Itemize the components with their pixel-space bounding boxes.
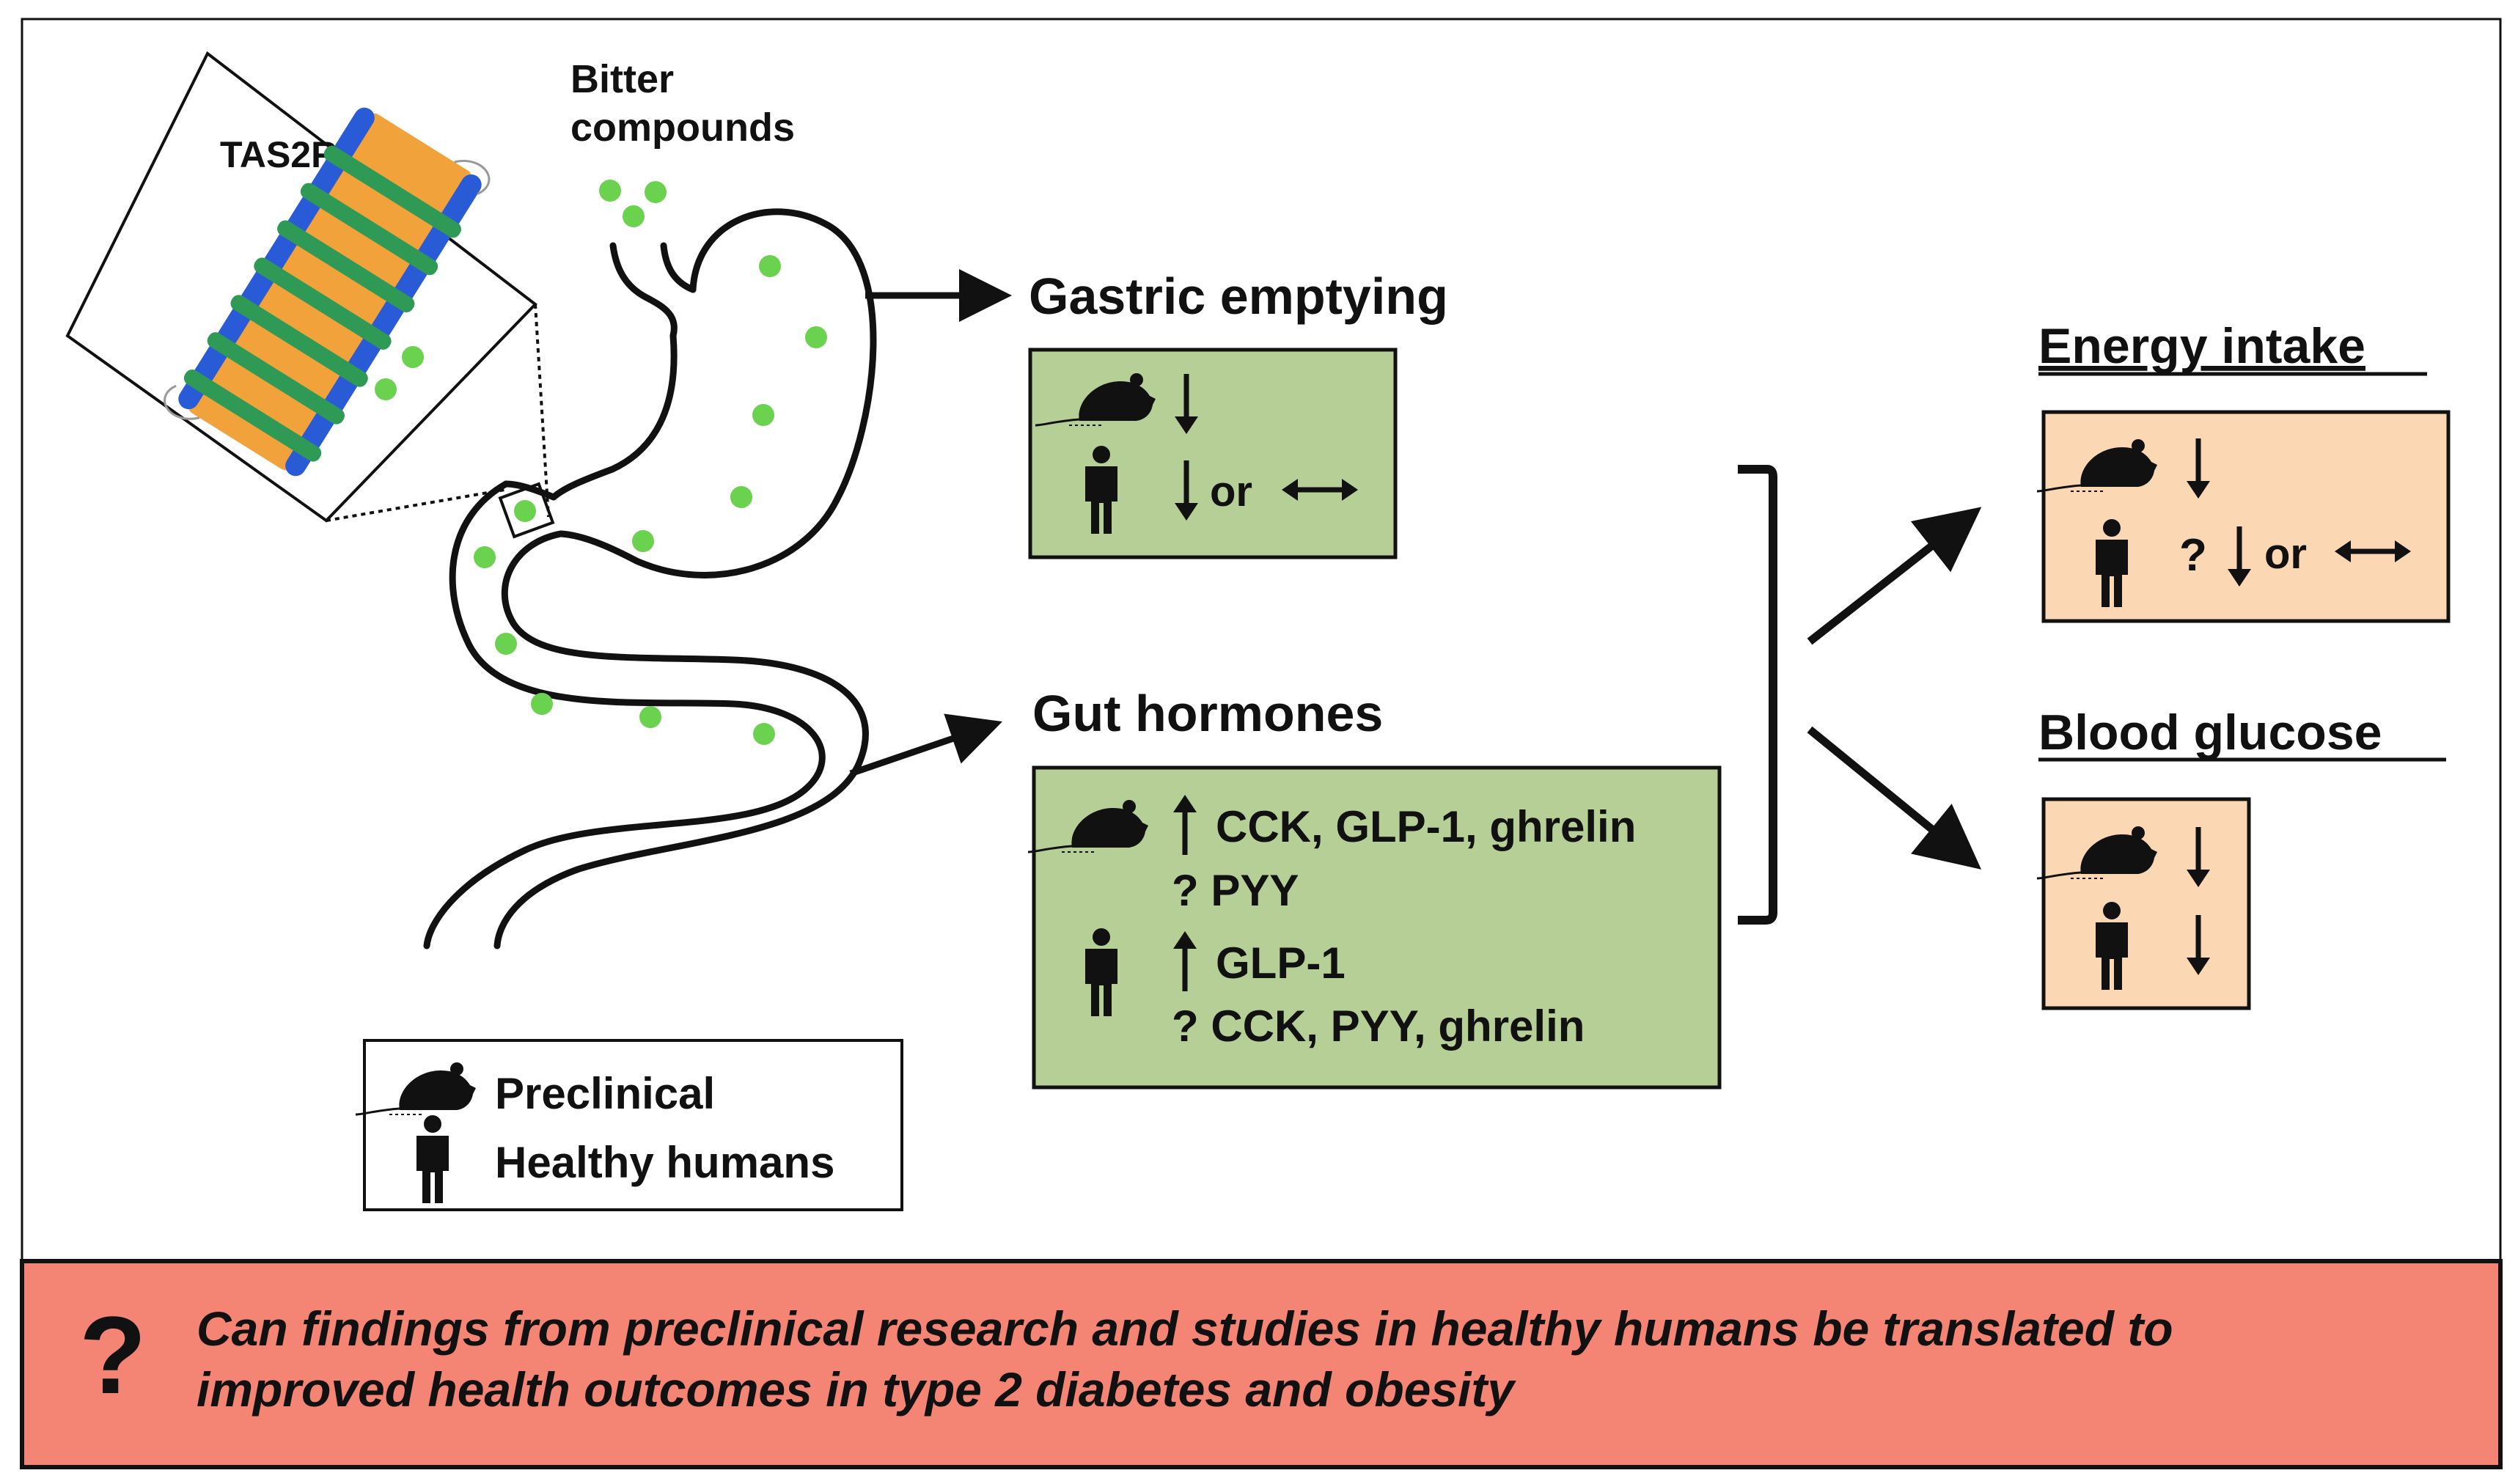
- stomach-dots: [474, 255, 827, 745]
- arrow-to-energy: [1807, 507, 1982, 645]
- pylorus-zoom-box: [498, 482, 555, 539]
- bitter-dot: [402, 346, 424, 368]
- gut-title: Gut hormones: [1032, 685, 1383, 742]
- energy-or: or: [2264, 530, 2307, 578]
- banner-line1: Can findings from preclinical research a…: [197, 1301, 2173, 1356]
- banner-line2: improved health outcomes in type 2 diabe…: [197, 1362, 1516, 1417]
- energy-question: ?: [2179, 530, 2207, 581]
- legend-humans: Healthy humans: [495, 1138, 834, 1187]
- bitter-label-line2: compounds: [570, 106, 795, 150]
- banner-question-mark: ?: [79, 1293, 147, 1417]
- bracket: [1738, 465, 1777, 925]
- gut-human-q: ? CCK, PYY, ghrelin: [1172, 1002, 1585, 1051]
- gastric-box: [1028, 348, 1398, 559]
- gastric-or: or: [1210, 468, 1252, 515]
- energy-box: [2041, 410, 2451, 623]
- bitter-dot: [645, 181, 667, 203]
- bitter-dot: [599, 180, 621, 202]
- arrow-to-glucose: [1807, 726, 1982, 870]
- receptor-label: TAS2R: [220, 134, 337, 175]
- arrow-to-gut-hormones: [849, 713, 1003, 777]
- gastric-title: Gastric emptying: [1029, 268, 1448, 325]
- receptor-inset: TAS2R: [65, 51, 550, 523]
- bitter-label-line1: Bitter: [570, 57, 674, 101]
- glucose-box: [2041, 797, 2251, 1010]
- gut-human-up: GLP-1: [1216, 938, 1346, 988]
- glucose-title: Blood glucose: [2038, 705, 2382, 760]
- tas2r-receptor-graphic: [164, 107, 491, 477]
- question-banner: [20, 1259, 2503, 1469]
- legend-preclinical: Preclinical: [495, 1069, 715, 1118]
- stomach-and-intestine: [423, 208, 877, 949]
- gut-rodent-up: CCK, GLP-1, ghrelin: [1216, 802, 1636, 851]
- bitter-dot: [623, 205, 645, 227]
- energy-title: Energy intake: [2038, 318, 2365, 374]
- gut-rodent-q: ? PYY: [1172, 866, 1299, 915]
- gut-box: [1032, 765, 1722, 1090]
- bitter-dot: [375, 378, 397, 400]
